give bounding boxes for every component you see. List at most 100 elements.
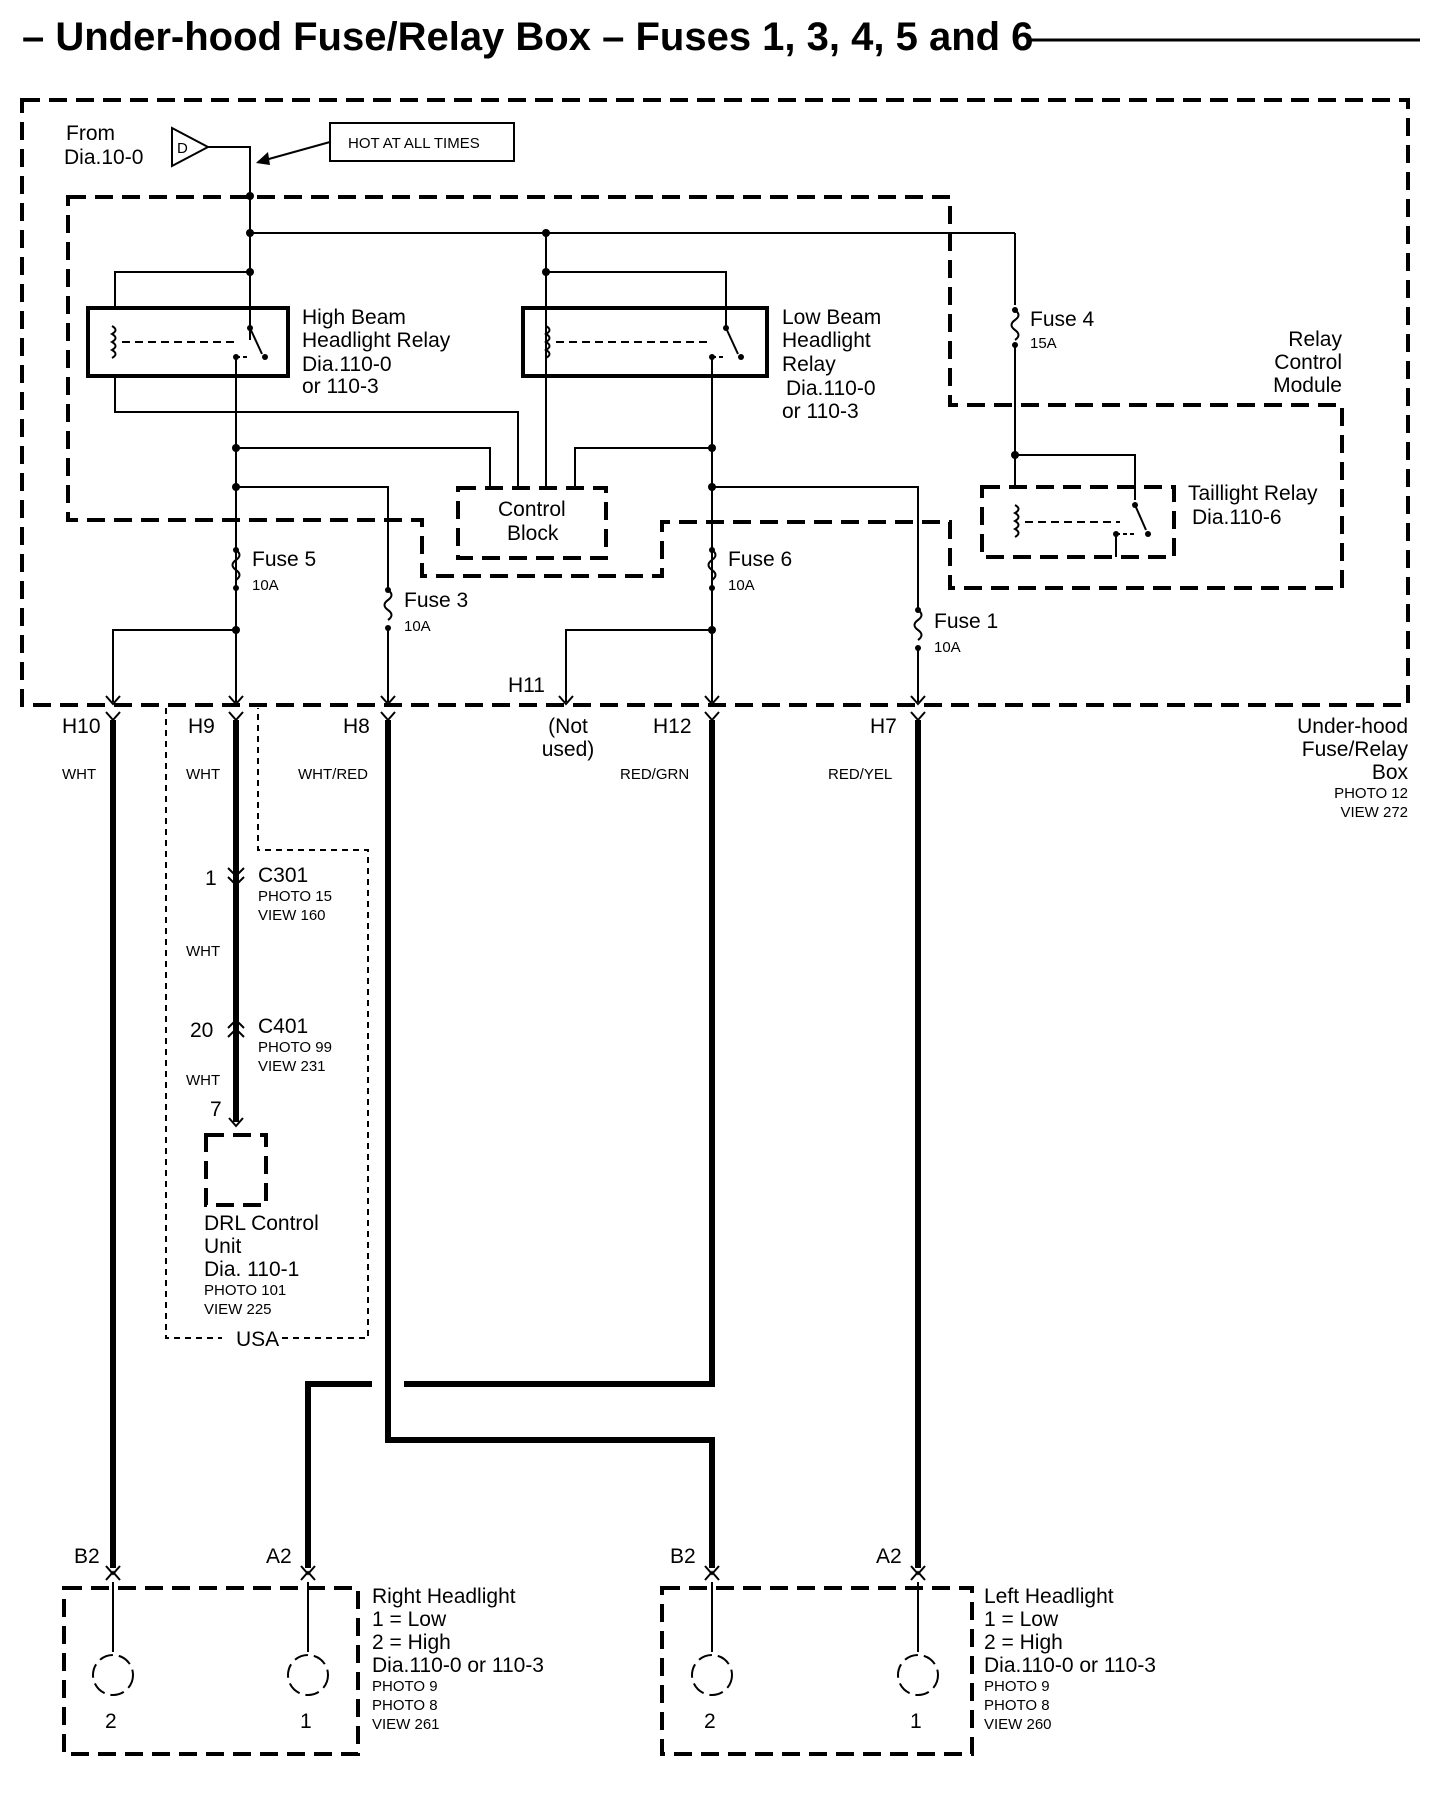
headlight-connectors <box>105 1565 926 1581</box>
high-beam-relay-label: Dia.110-0 <box>302 353 392 376</box>
terminal-h10-wire: WHT <box>62 766 96 783</box>
c301-wire: WHT <box>186 943 220 960</box>
fuse-box-label: Under-hood <box>1297 715 1408 738</box>
left-headlight-label: Dia.110-0 or 110-3 <box>984 1654 1156 1677</box>
fuse-box-ref: VIEW 272 <box>1340 804 1408 821</box>
h10-feed-wire <box>112 629 236 702</box>
connector-d-shape <box>171 126 211 168</box>
high-beam-relay-label: Headlight Relay <box>302 329 451 352</box>
right-low-beam-lamp <box>287 1654 329 1696</box>
c301-name: C301 <box>258 864 308 887</box>
fuse5-contact <box>233 585 239 591</box>
right-headlight-ref: VIEW 261 <box>372 1716 440 1733</box>
control-block-label: Block <box>507 522 559 545</box>
right-headlight-ref: PHOTO 9 <box>372 1678 438 1695</box>
high-beam-relay-switch <box>249 327 263 355</box>
junction-dot <box>246 192 254 200</box>
right-headlight-ref: PHOTO 8 <box>372 1697 438 1714</box>
high-beam-relay-coil <box>111 325 117 359</box>
left-low-beam-lamp <box>897 1654 939 1696</box>
fuse-box-label: Box <box>1372 761 1409 784</box>
junction-dot <box>542 229 550 237</box>
high-beam-coil-to-control-wire <box>114 376 519 488</box>
junction-dot <box>246 229 254 237</box>
fuse6-name: Fuse 6 <box>728 548 792 571</box>
connector-d-label: D <box>177 140 188 157</box>
fuse6-contact <box>709 585 715 591</box>
low-beam-sense-wire <box>574 447 712 488</box>
c401-ref: PHOTO 99 <box>258 1039 332 1056</box>
left-headlight-label: Left Headlight <box>984 1585 1114 1608</box>
left-headlight-ref: PHOTO 9 <box>984 1678 1050 1695</box>
drl-connector <box>228 1117 244 1128</box>
left-headlight-box <box>660 1586 974 1756</box>
c301-connector <box>227 876 245 887</box>
h8-to-left-headlight-wire <box>385 720 715 1568</box>
usa-region-outline <box>165 708 369 1339</box>
usa-region-label: USA <box>236 1328 279 1351</box>
high-beam-relay-box <box>86 306 290 378</box>
taillight-relay-contact <box>1145 531 1151 537</box>
relay-control-module-outline <box>66 195 1344 590</box>
terminal-h7-wire: RED/YEL <box>828 766 892 783</box>
right-headlight-pin-b2: B2 <box>74 1545 100 1568</box>
fuse3-rating: 10A <box>404 618 431 635</box>
taillight-relay-label: Taillight Relay <box>1188 482 1318 505</box>
low-beam-relay-box <box>521 306 769 378</box>
right-headlight-label: 1 = Low <box>372 1608 447 1631</box>
relay-control-module-label: Module <box>1273 374 1342 397</box>
c401-name: C401 <box>258 1015 308 1038</box>
left-headlight-ref: VIEW 260 <box>984 1716 1052 1733</box>
fuse1-rating: 10A <box>934 639 961 656</box>
terminal-h11-note: used) <box>542 738 595 761</box>
right-headlight-pin-a2: A2 <box>266 1545 292 1568</box>
low-beam-relay-switch <box>725 327 739 355</box>
left-headlight-label: 2 = High <box>984 1631 1063 1654</box>
c301-connector <box>227 867 245 878</box>
hot-pointer-arrowhead <box>256 152 270 165</box>
left-headlight-label: 1 = Low <box>984 1608 1059 1631</box>
fuse1-feed-wire <box>712 486 919 608</box>
terminal-h9-label: H9 <box>188 715 215 738</box>
h12-to-right-headlight-wire <box>305 1381 372 1568</box>
fuse3-symbol <box>383 589 393 621</box>
c401-connector <box>227 1027 245 1038</box>
drl-label: DRL Control <box>204 1212 319 1235</box>
drl-label: Unit <box>204 1235 242 1258</box>
high-beam-relay-label: High Beam <box>302 306 406 329</box>
right-headlight-label: Right Headlight <box>372 1585 516 1608</box>
fuse5-name: Fuse 5 <box>252 548 316 571</box>
fuse5-rating: 10A <box>252 577 279 594</box>
terminal-h11-note: (Not <box>548 715 588 738</box>
low-beam-relay-label: Dia.110-0 <box>786 377 876 400</box>
terminal-h8-label: H8 <box>343 715 370 738</box>
fuse-relay-box-border <box>20 98 1410 707</box>
c301-ref: VIEW 160 <box>258 907 326 924</box>
left-lamp-label: 2 <box>704 1710 716 1733</box>
taillight-switch-feed-wire <box>1015 454 1136 500</box>
drl-ref: VIEW 225 <box>204 1301 272 1318</box>
from-label: From <box>66 122 115 145</box>
from-dia-label: Dia.10-0 <box>64 146 143 169</box>
terminal-h11-label: H11 <box>508 674 545 697</box>
c401-wire: WHT <box>186 1072 220 1089</box>
drl-control-unit-box <box>204 1133 268 1207</box>
right-lamp-label: 2 <box>105 1710 117 1733</box>
control-block-label: Control <box>498 498 566 521</box>
high-beam-coil-feed-wire <box>114 271 250 310</box>
relay-control-module-label: Control <box>1274 351 1342 374</box>
high-beam-sense-wire <box>236 447 491 488</box>
low-beam-switch-feed-wire <box>546 271 727 330</box>
hot-pointer-line <box>257 141 331 163</box>
low-beam-relay-label: Relay <box>782 353 836 376</box>
h12-crossover-wire <box>404 720 715 1387</box>
drl-label: Dia. 110-1 <box>204 1258 299 1281</box>
taillight-relay-coil <box>1014 504 1020 538</box>
left-high-beam-lamp <box>691 1654 733 1696</box>
low-beam-relay-label: Low Beam <box>782 306 881 329</box>
low-beam-relay-contact <box>738 354 744 360</box>
high-beam-relay-label: or 110-3 <box>302 375 379 398</box>
low-beam-relay-label: or 110-3 <box>782 400 859 423</box>
terminal-h12-wire: RED/GRN <box>620 766 689 783</box>
c301-ref: PHOTO 15 <box>258 888 332 905</box>
